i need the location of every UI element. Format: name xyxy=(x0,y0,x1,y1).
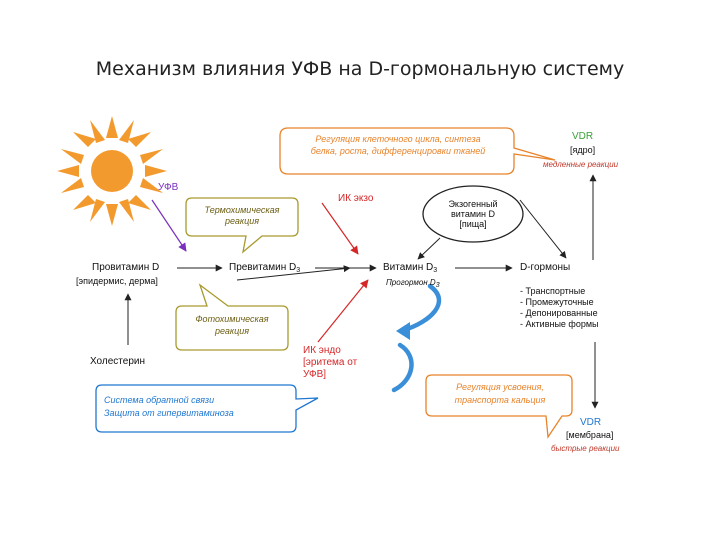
exogenous-line: Экзогенный xyxy=(448,199,498,209)
sun-label: УФВ xyxy=(158,182,179,193)
callout-line: белка, роста, дифференцировки тканей xyxy=(310,146,486,156)
vdr-top-location: [ядро] xyxy=(570,145,596,155)
page-title: Механизм влияния УФВ на D-гормональную с… xyxy=(95,58,625,80)
callout-line: транспорта кальция xyxy=(454,395,546,405)
node-cholesterol: Холестерин xyxy=(90,356,145,367)
node-vitamin: Витамин D3 xyxy=(383,262,438,274)
node-vitamin-note: Прогормон D3 xyxy=(386,278,440,289)
vdr-bottom-name: VDR xyxy=(580,417,602,428)
node-provitamin: Провитамин D xyxy=(92,262,160,273)
arrow-ufv xyxy=(151,199,187,252)
arrow-ik-exo xyxy=(321,202,359,255)
callout-line: реакция xyxy=(214,326,250,336)
ik-exo-label: ИК экзо xyxy=(338,193,374,204)
forms-list: - Транспортные - Промежуточные - Депонир… xyxy=(520,286,599,330)
arrow-exogenous-vitamin xyxy=(417,237,441,260)
exogenous-ellipse xyxy=(422,185,524,243)
vdr-top-name: VDR xyxy=(572,131,594,142)
callout-cell-regulation xyxy=(279,127,556,175)
exogenous-vitamin-label: Экзогенный витамин D [пища] xyxy=(433,199,513,229)
callout-calcium xyxy=(425,374,573,439)
node-dhormones: D-гормоны xyxy=(520,262,571,273)
list-item: - Промежуточные xyxy=(520,297,594,307)
callout-line: реакция xyxy=(224,216,260,226)
sun-icon xyxy=(57,116,167,226)
arrow-feedback-curve xyxy=(401,283,442,333)
arrow-previtamin-back xyxy=(236,265,351,281)
callout-photochemical xyxy=(175,283,289,351)
callout-feedback-text: Система обратной связи Защита от гиперви… xyxy=(104,394,234,420)
callout-calcium-text: Регуляция усвоения, транспорта кальция xyxy=(428,381,572,407)
callout-thermochemical-text: Термохимическая реакция xyxy=(186,205,298,227)
list-item: - Депонированные xyxy=(520,308,598,318)
exogenous-line: витамин D xyxy=(450,209,496,219)
arrow-ellipse-dhormones xyxy=(519,199,567,259)
list-item: - Транспортные xyxy=(520,286,586,296)
list-item: - Активные формы xyxy=(520,319,599,329)
callout-line: Регуляция клеточного цикла, синтеза xyxy=(315,134,481,144)
ik-endo-line: [эритема от xyxy=(303,357,358,368)
callout-cell-regulation-text: Регуляция клеточного цикла, синтеза белк… xyxy=(282,133,514,157)
callout-line: Регуляция усвоения, xyxy=(456,382,544,392)
callout-line: Фотохимическая xyxy=(195,314,269,324)
arrow-ik-endo xyxy=(317,279,369,343)
callout-line: Термохимическая xyxy=(204,205,280,215)
ik-endo-line: ИК эндо xyxy=(303,345,341,356)
arrow-feedback-lower xyxy=(391,342,414,393)
arrow-feedback-curve-head xyxy=(396,322,410,340)
ik-endo-line: УФВ] xyxy=(303,369,327,380)
callout-feedback xyxy=(95,384,319,433)
ik-endo-label: ИК эндо [эритема от УФВ] xyxy=(303,345,357,381)
callout-line: Система обратной связи xyxy=(104,395,215,405)
node-previtamin: Превитамин D3 xyxy=(229,262,301,274)
vdr-top-note: медленные реакции xyxy=(543,160,619,169)
vdr-bottom-location: [мембрана] xyxy=(566,430,614,440)
callout-line: Защита от гипервитаминоза xyxy=(104,408,234,418)
callout-thermochemical xyxy=(185,197,299,254)
callout-photochemical-text: Фотохимическая реакция xyxy=(176,313,288,337)
vdr-bottom-note: быстрые реакции xyxy=(551,444,620,453)
exogenous-line: [пища] xyxy=(459,219,487,229)
node-provitamin-location: [эпидермис, дерма] xyxy=(76,276,158,286)
